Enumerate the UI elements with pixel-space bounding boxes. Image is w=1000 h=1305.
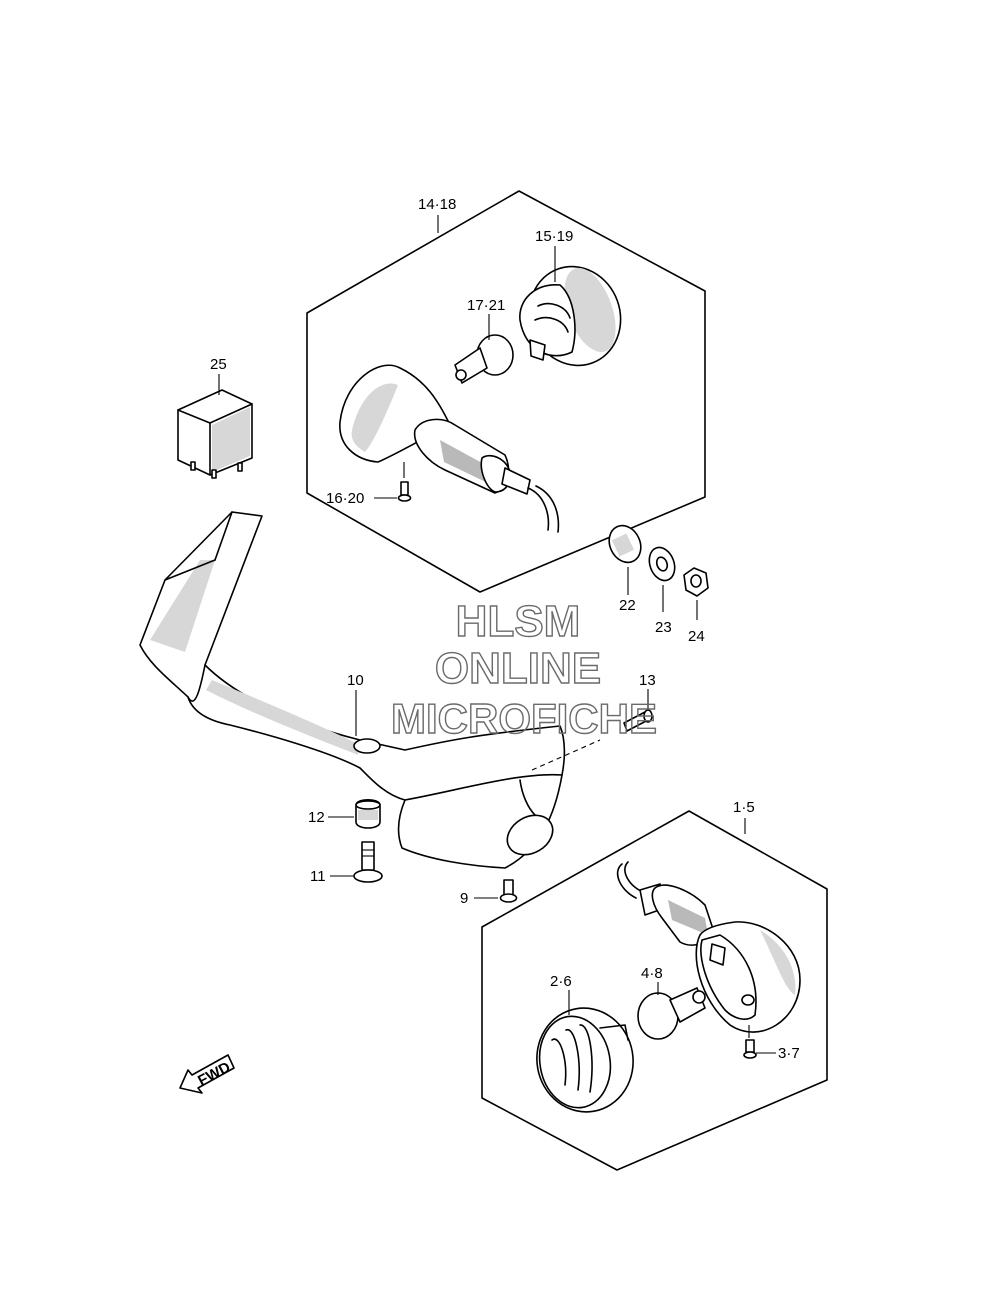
label-24: 24 — [688, 628, 705, 645]
washer-23 — [648, 546, 676, 582]
label-23: 23 — [655, 619, 672, 636]
watermark-line-2: ONLINE — [435, 644, 601, 693]
label-10: 10 — [347, 672, 364, 689]
label-2-6: 2·6 — [550, 973, 572, 990]
label-17-21: 17·21 — [467, 297, 505, 314]
label-4-8: 4·8 — [641, 965, 663, 982]
relay-25 — [177, 389, 253, 479]
watermark-line-3: MICROFICHE — [391, 695, 657, 742]
label-25: 25 — [210, 356, 227, 373]
fwd-arrow-icon: FWD — [179, 1054, 235, 1094]
label-3-7: 3·7 — [778, 1045, 800, 1062]
turn-signal-housing-upper — [339, 364, 560, 533]
lens-lower — [536, 1007, 634, 1113]
screw-16-20 — [397, 481, 412, 502]
watermark: HLSM ONLINE MICROFICHE — [390, 596, 657, 742]
label-15-19: 15·19 — [535, 228, 573, 245]
label-14-18: 14·18 — [418, 196, 456, 213]
assembly-boundary-upper — [306, 190, 706, 593]
bracket-10 — [139, 511, 601, 869]
bulb-upper — [454, 334, 514, 384]
label-16-20: 16·20 — [326, 490, 364, 507]
turn-signal-housing-lower — [616, 861, 801, 1033]
nut-24 — [683, 567, 709, 597]
label-13: 13 — [639, 672, 656, 689]
bulb-lower — [637, 987, 706, 1040]
nut-plate-22 — [608, 524, 642, 564]
label-1-5: 1·5 — [733, 799, 755, 816]
label-12: 12 — [308, 809, 325, 826]
label-9: 9 — [460, 890, 468, 907]
grommet-12 — [355, 798, 381, 829]
lens-upper — [519, 265, 622, 367]
bolt-11 — [353, 841, 383, 883]
label-11: 11 — [310, 868, 326, 885]
screw-3-7 — [743, 1039, 757, 1059]
screw-9 — [499, 879, 518, 903]
assembly-boundary-lower — [481, 810, 828, 1171]
screw-13 — [623, 709, 653, 732]
watermark-line-1: HLSM — [456, 597, 581, 646]
label-22: 22 — [619, 597, 636, 614]
